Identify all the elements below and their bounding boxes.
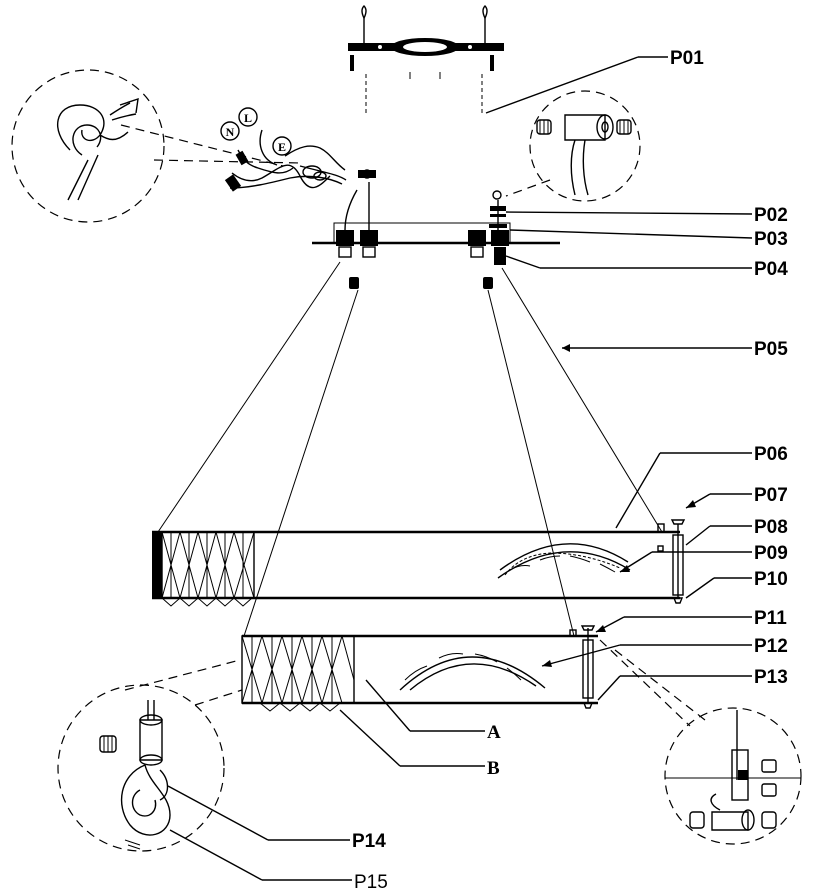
upper-ring xyxy=(152,452,752,607)
label-p10: P10 xyxy=(754,569,788,590)
canopy-plate xyxy=(312,169,753,289)
wire-marker-l: L xyxy=(244,111,252,125)
ceiling-mount-p01 xyxy=(348,5,668,114)
connector-detail-circle-right xyxy=(505,90,641,202)
label-p04: P04 xyxy=(754,259,788,280)
label-p13: P13 xyxy=(754,667,788,688)
suspension-cables xyxy=(157,261,752,637)
label-p14: P14 xyxy=(352,831,386,852)
label-p01: P01 xyxy=(670,48,704,69)
label-p12: P12 xyxy=(754,636,788,657)
lower-ring xyxy=(241,616,752,767)
clip-detail-circle-left xyxy=(57,659,352,881)
label-p08: P08 xyxy=(754,517,788,538)
label-p06: P06 xyxy=(754,444,788,465)
label-a: A xyxy=(487,722,501,743)
label-p09: P09 xyxy=(754,543,788,564)
label-b: B xyxy=(487,758,500,779)
screw-detail-circle-right xyxy=(599,639,802,845)
wire-detail-circle-left xyxy=(11,69,301,223)
wire-marker-e: E xyxy=(278,140,286,154)
label-p07: P07 xyxy=(754,485,788,506)
label-p05: P05 xyxy=(754,339,788,360)
label-p15: P15 xyxy=(354,872,388,893)
label-p03: P03 xyxy=(754,229,788,250)
label-p11: P11 xyxy=(754,608,787,629)
wiring-bundle: N L E xyxy=(220,107,347,192)
wire-marker-n: N xyxy=(226,125,235,139)
label-p02: P02 xyxy=(754,205,788,226)
